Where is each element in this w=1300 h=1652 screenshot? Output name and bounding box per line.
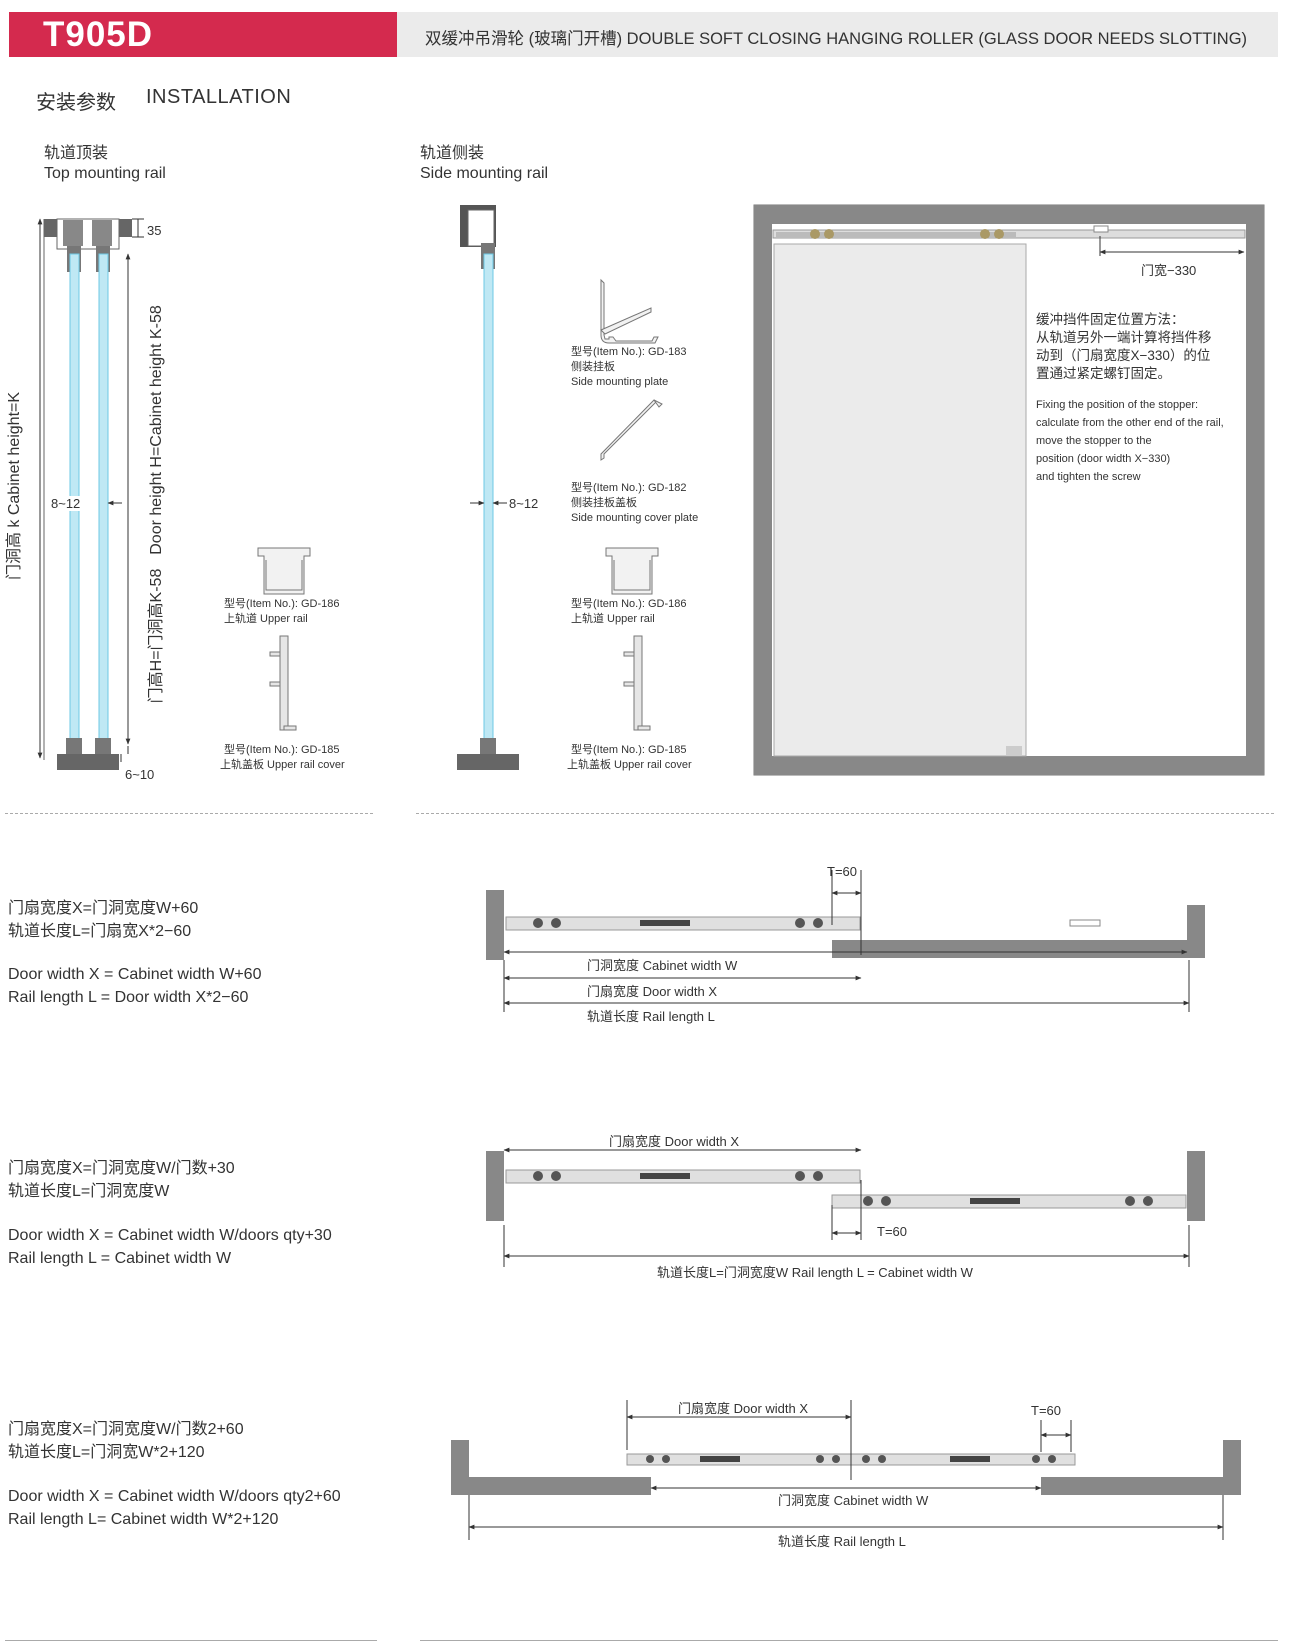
glass-thickness-side: 8~12 — [509, 496, 539, 511]
stopper-en-line: position (door width X−330) — [1036, 453, 1171, 465]
section-title-zh: 安装参数 — [36, 92, 116, 114]
stopper-en-line: Fixing the position of the stopper: — [1036, 399, 1199, 411]
bottom-gap: 6~10 — [125, 767, 155, 782]
gd183-name-zh: 侧装挂板 — [571, 361, 615, 373]
gd186-name-2: 上轨道 Upper rail — [571, 613, 655, 625]
config1-drawing — [486, 870, 1205, 1012]
gd185-name-2: 上轨盖板 Upper rail cover — [567, 759, 692, 771]
stopper-note-zh: 缓冲挡件固定位置方法： 从轨道另外一端计算将挡件移 动到（门扇宽度X−330）的… — [1036, 311, 1212, 383]
config3-drawing — [451, 1400, 1241, 1540]
config3-rail-l: 轨道长度 Rail length L — [778, 1534, 906, 1549]
formula-line: 轨道长度L=门洞宽W*2+120 — [8, 1444, 205, 1461]
gd185-item-2: 型号(Item No.): GD-185 — [571, 744, 687, 756]
config1-formula-en: Door width X = Cabinet width W+60 Rail l… — [8, 963, 261, 1009]
config2-door-w: 门扇宽度 Door width X — [609, 1134, 740, 1149]
config2-formula-zh: 门扇宽度X=门洞宽度W/门数+30 轨道长度L=门洞宽度W — [8, 1157, 235, 1203]
config3-door-w: 门扇宽度 Door width X — [678, 1401, 809, 1416]
config2-t60: T=60 — [877, 1224, 907, 1239]
formula-line: Door width X = Cabinet width W+60 — [8, 966, 262, 983]
gd182-name-en: Side mounting cover plate — [571, 512, 699, 524]
door-height-en-label: Door height H=Cabinet height K-58 — [148, 305, 165, 555]
divider-left — [5, 813, 373, 814]
formula-line: Rail length L = Door width X*2−60 — [8, 989, 249, 1006]
gd183-name-en: Side mounting plate — [571, 376, 669, 388]
config1-cabinet-w: 门洞宽度 Cabinet width W — [587, 958, 738, 973]
config1-formula-zh: 门扇宽度X=门洞宽度W+60 轨道长度L=门扇宽X*2−60 — [8, 897, 198, 943]
door-height-zh-label: 门高H=门洞高K-58 — [148, 568, 165, 704]
config1-door-w: 门扇宽度 Door width X — [587, 984, 718, 999]
config3-cabinet-w: 门洞宽度 Cabinet width W — [778, 1493, 929, 1508]
gd186-item-1: 型号(Item No.): GD-186 — [224, 598, 340, 610]
gd185-item-1: 型号(Item No.): GD-185 — [224, 744, 340, 756]
stopper-zh-line: 动到（门扇宽度X−330）的位 — [1036, 348, 1211, 363]
gd186-item-2: 型号(Item No.): GD-186 — [571, 598, 687, 610]
header-subtitle-bar: 双缓冲吊滑轮 (玻璃门开槽) DOUBLE SOFT CLOSING HANGI… — [397, 12, 1278, 57]
config3-formula-en: Door width X = Cabinet width W/doors qty… — [8, 1485, 341, 1531]
top-mount-title-zh: 轨道顶装 — [44, 145, 109, 162]
header-model-bar: T905D — [9, 12, 397, 57]
side-mount-title-en: Side mounting rail — [420, 165, 549, 182]
bottom-divider-right — [420, 1640, 1278, 1641]
config3-formula-zh: 门扇宽度X=门洞宽度W/门数2+60 轨道长度L=门洞宽W*2+120 — [8, 1418, 244, 1464]
config2-drawing — [486, 1147, 1205, 1267]
formula-line: 门扇宽度X=门洞宽度W/门数+30 — [8, 1160, 235, 1177]
section-title-en: INSTALLATION — [146, 86, 292, 108]
gd182-name-zh: 侧装挂板盖板 — [571, 497, 637, 509]
config2-rail-l: 轨道长度L=门洞宽度W Rail length L = Cabinet widt… — [657, 1265, 973, 1280]
gd185-profile-1 — [269, 635, 297, 731]
stopper-en-line: move the stopper to the — [1036, 435, 1152, 447]
config1-rail-l: 轨道长度 Rail length L — [587, 1009, 715, 1024]
bottom-divider-left — [5, 1640, 377, 1641]
formula-line: Rail length L = Cabinet width W — [8, 1250, 232, 1267]
formula-line: 门扇宽度X=门洞宽度W/门数2+60 — [8, 1421, 244, 1438]
top-mount-drawing — [37, 218, 144, 770]
formula-line: Door width X = Cabinet width W/doors qty… — [8, 1227, 332, 1244]
gd182-profile — [600, 399, 663, 461]
stopper-zh-line: 从轨道另外一端计算将挡件移 — [1036, 330, 1212, 345]
dim-35: 35 — [147, 223, 162, 238]
config1-t60: T=60 — [827, 864, 857, 879]
config2-formula-en: Door width X = Cabinet width W/doors qty… — [8, 1224, 332, 1270]
side-mount-title-zh: 轨道侧装 — [420, 145, 485, 162]
stopper-note-en: Fixing the position of the stopper: calc… — [1036, 396, 1224, 486]
gd183-item: 型号(Item No.): GD-183 — [571, 346, 687, 358]
gd185-name-1: 上轨盖板 Upper rail cover — [220, 759, 345, 771]
gd186-name-1: 上轨道 Upper rail — [224, 613, 308, 625]
stopper-en-line: calculate from the other end of the rail… — [1036, 417, 1224, 429]
gd182-item: 型号(Item No.): GD-182 — [571, 482, 687, 494]
formula-line: 轨道长度L=门扇宽X*2−60 — [8, 923, 192, 940]
gd186-profile-2 — [605, 547, 659, 595]
product-subtitle: 双缓冲吊滑轮 (玻璃门开槽) DOUBLE SOFT CLOSING HANGI… — [425, 30, 1248, 48]
stopper-dim: 门宽−330 — [1141, 263, 1197, 278]
stopper-zh-line: 缓冲挡件固定位置方法： — [1036, 312, 1185, 327]
stopper-en-line: and tighten the screw — [1036, 471, 1141, 483]
stopper-diagram — [753, 204, 1265, 776]
formula-line: 轨道长度L=门洞宽度W — [8, 1183, 170, 1200]
formula-line: Door width X = Cabinet width W/doors qty… — [8, 1488, 341, 1505]
formula-line: Rail length L= Cabinet width W*2+120 — [8, 1511, 279, 1528]
stopper-zh-line: 置通过紧定螺钉固定。 — [1036, 366, 1171, 381]
gd185-profile-2 — [623, 635, 651, 731]
gd183-profile — [600, 278, 659, 344]
cabinet-height-label: 门洞高 k Cabinet height=K — [6, 391, 23, 581]
model-number: T905D — [43, 15, 154, 54]
gd186-profile-1 — [257, 547, 311, 595]
config3-t60: T=60 — [1031, 1403, 1061, 1418]
top-mount-title-en: Top mounting rail — [44, 165, 166, 182]
divider-right — [416, 813, 1274, 814]
side-mount-drawing — [457, 205, 519, 770]
formula-line: 门扇宽度X=门洞宽度W+60 — [8, 900, 199, 917]
glass-thickness-top: 8~12 — [51, 496, 81, 511]
